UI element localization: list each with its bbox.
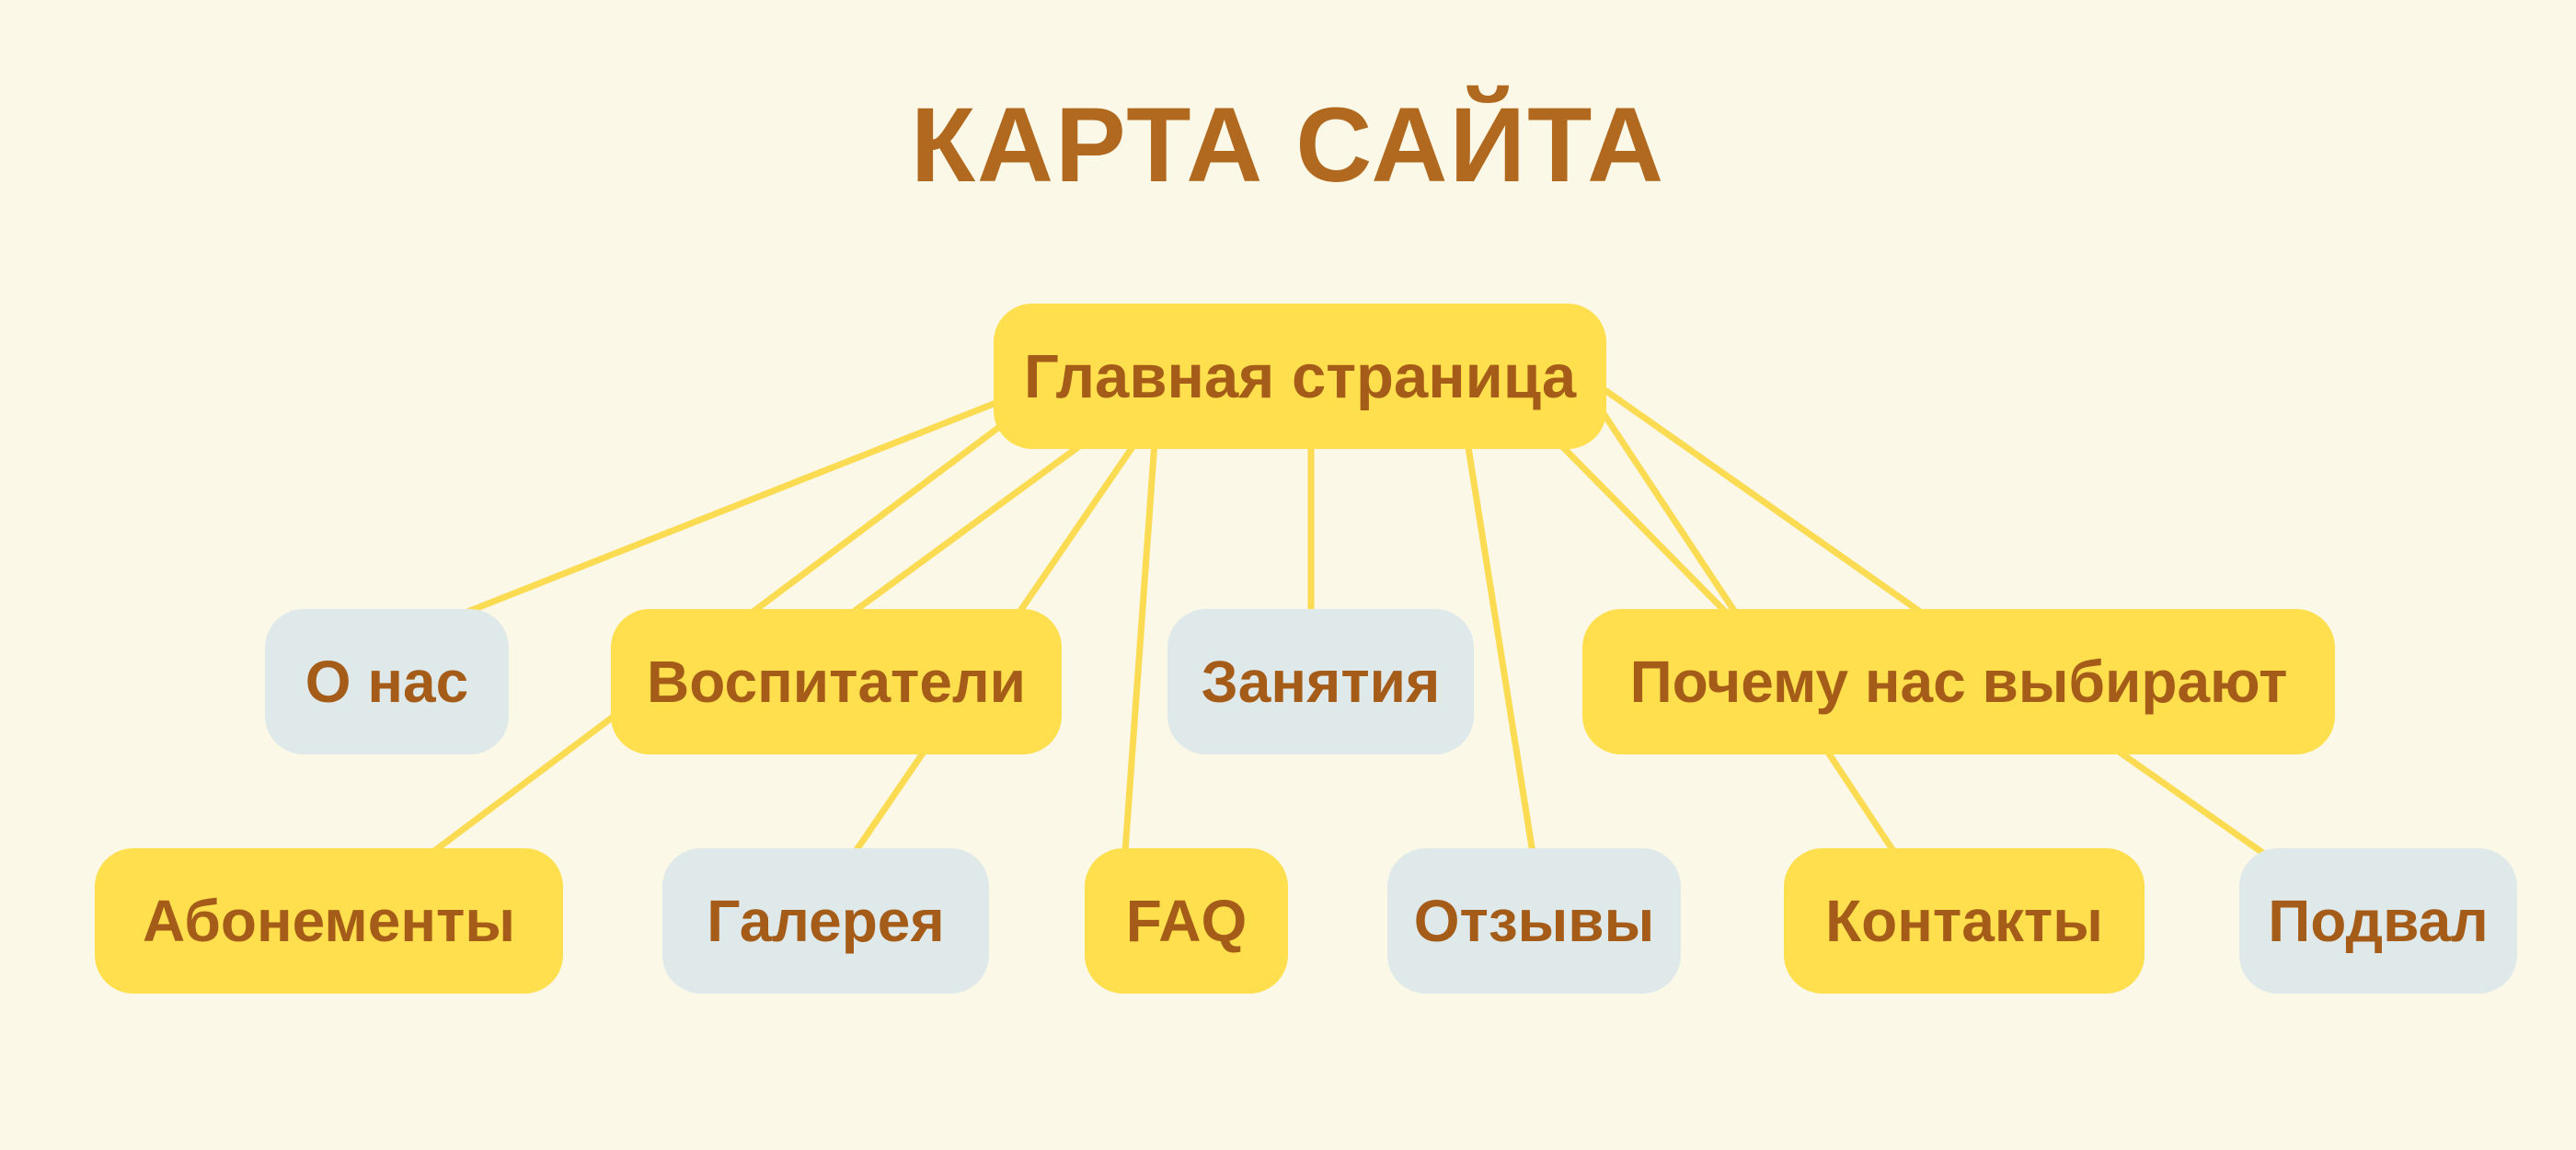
node-home-page-label: Главная страница — [1023, 341, 1577, 411]
node-teachers-label: Воспитатели — [647, 649, 1026, 715]
page-title: КАРТА САЙТА — [910, 86, 1666, 204]
node-about: О нас — [265, 609, 509, 754]
node-footer-label: Подвал — [2268, 888, 2489, 954]
node-why-choose-us-label: Почему нас выбирают — [1629, 649, 2288, 715]
node-teachers: Воспитатели — [611, 609, 1062, 754]
node-home-page: Главная страница — [994, 304, 1606, 449]
node-about-label: О нас — [305, 649, 469, 715]
node-reviews-label: Отзывы — [1413, 888, 1655, 954]
node-subscriptions: Абонементы — [95, 848, 563, 994]
node-subscriptions-label: Абонементы — [143, 888, 515, 954]
node-why-choose-us: Почему нас выбирают — [1582, 609, 2335, 754]
node-reviews: Отзывы — [1387, 848, 1681, 994]
edge-home-faq — [1121, 438, 1158, 868]
node-contacts-label: Контакты — [1825, 888, 2103, 954]
node-faq: FAQ — [1085, 848, 1288, 994]
node-footer: Подвал — [2239, 848, 2517, 994]
node-contacts: Контакты — [1784, 848, 2145, 994]
node-classes-label: Занятия — [1201, 649, 1441, 715]
edge-home-about — [429, 397, 1006, 629]
node-gallery: Галерея — [662, 848, 989, 994]
edge-home-reviews — [1464, 438, 1538, 868]
node-faq-label: FAQ — [1125, 888, 1248, 954]
node-gallery-label: Галерея — [707, 888, 945, 954]
node-classes: Занятия — [1167, 609, 1474, 754]
